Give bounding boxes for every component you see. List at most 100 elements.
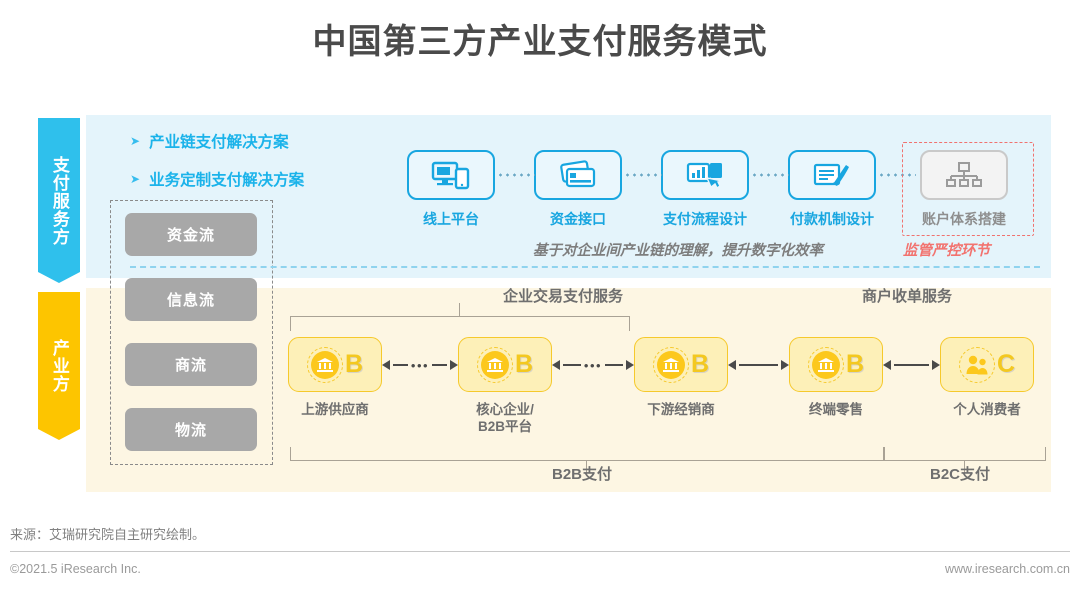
arrowhead-left-icon [552,360,560,370]
arrowhead-left-icon [883,360,891,370]
connector-dots-1 [624,173,662,177]
arrow-bidirectional-0: ••• [382,358,458,372]
chain-node-box: B [458,337,552,392]
node-label-2: 下游经销商 [647,402,715,417]
node-letter-3: B [845,350,865,378]
group-label-merchant: 商户收单服务 [862,288,953,305]
bank-ring [306,346,343,383]
chain-node-core-enterprise[interactable]: B 核心企业/ B2B平台 [458,337,552,436]
people-icon [966,355,988,374]
connector-dots-2 [751,173,789,177]
service-card-account-system-build[interactable]: 账户体系搭建 [920,150,1008,229]
node-label-3: 终端零售 [809,402,863,417]
bracket-b2c [884,447,1046,473]
bottom-label-b2b: B2B支付 [552,466,613,483]
service-label-0: 线上平台 [423,211,479,227]
service-card-online-platform[interactable]: 线上平台 [407,150,495,229]
arrow-bidirectional-1: ••• [552,358,634,372]
flow-item-capital: 资金流 [125,213,257,256]
service-label-2: 支付流程设计 [663,211,747,227]
ribbon-industry-party: 产业方 [38,292,80,440]
page-title: 中国第三方产业支付服务模式 [312,23,768,61]
bullet-label-1: 业务定制支付解决方案 [149,172,305,189]
bracket-enterprise-service [290,303,630,331]
bank-disc [480,350,509,379]
arrow-dots: ••• [410,357,430,373]
node-letter-4: C [996,350,1016,378]
arrowhead-left-icon [728,360,736,370]
flow-label-1: 信息流 [166,292,215,309]
ribbon-industry-label: 产业方 [49,339,69,393]
chain-node-downstream-dealer[interactable]: B 下游经销商 [634,337,728,419]
service-label-3: 付款机制设计 [790,211,874,227]
tagline-warning-text: 监管严控环节 [903,243,990,259]
service-card-frame [661,150,749,200]
service-label-4: 账户体系搭建 [922,211,1006,227]
bank-icon [817,357,834,372]
flow-label-0: 资金流 [166,227,215,244]
node-letter-1: B [514,350,534,378]
solution-bullet-list: ➤ 产业链支付解决方案 ➤ 业务定制支付解决方案 [130,130,304,206]
flow-label-2: 商流 [174,357,207,374]
bank-ring [476,346,513,383]
chart-tablet-touch-icon [686,162,723,190]
chain-node-terminal-retail[interactable]: B 终端零售 [789,337,883,419]
industry-panel [86,288,1051,492]
bank-disc [811,350,840,379]
bank-disc [310,350,339,379]
arrowhead-right-icon [932,360,940,370]
monitor-phone-icon [431,161,470,190]
ribbon-payment-service-provider: 支付服务方 [38,118,80,283]
service-card-frame [920,150,1008,200]
org-hierarchy-icon [946,162,982,187]
bullet-label-0: 产业链支付解决方案 [149,134,289,151]
arrow-bidirectional-3 [883,358,940,372]
website-link[interactable]: www.iresearch.com.cn [944,562,1070,576]
connector-dots-0 [497,173,535,177]
bank-ring [652,346,689,383]
arrowhead-right-icon [450,360,458,370]
arrowhead-right-icon [626,360,634,370]
node-label-0: 上游供应商 [301,402,369,417]
node-label-4: 个人消费者 [953,402,1021,417]
node-letter-0: B [344,350,364,378]
bullet-item-1: ➤ 业务定制支付解决方案 [130,168,304,190]
ribbon-payment-label: 支付服务方 [49,155,69,246]
bullet-item-0: ➤ 产业链支付解决方案 [130,130,304,152]
arrow-bidirectional-2 [728,358,789,372]
tagline-text: 基于对企业间产业链的理解，提升数字化效率 [533,243,823,259]
bracket-b2b [290,447,884,473]
group-label-enterprise: 企业交易支付服务 [503,288,624,305]
service-card-frame [407,150,495,200]
node-letter-2: B [690,350,710,378]
service-label-1: 资金接口 [550,211,606,227]
flow-item-information: 信息流 [125,278,257,321]
service-card-fund-interface[interactable]: 资金接口 [534,150,622,229]
bank-icon [486,357,503,372]
service-card-payment-process-design[interactable]: 支付流程设计 [661,150,749,229]
bank-disc [656,350,685,379]
copyright-text: ©2021.5 iResearch Inc. [10,562,141,576]
footer-divider [10,551,1070,552]
chain-node-individual-consumer[interactable]: C 个人消费者 [940,337,1034,419]
service-card-payment-mechanism-design[interactable]: 付款机制设计 [788,150,876,229]
bank-cards-icon [560,160,596,188]
chain-node-box: B [288,337,382,392]
document-pen-icon [813,163,849,186]
flow-label-3: 物流 [174,422,207,439]
people-ring [958,346,995,383]
flow-group-dashed-border [110,200,273,465]
service-card-frame [534,150,622,200]
node-label-1: 核心企业/ B2B平台 [476,402,534,434]
chain-node-upstream-supplier[interactable]: B 上游供应商 [288,337,382,419]
connector-dots-3 [878,173,916,177]
arrow-bullet-icon: ➤ [130,134,141,148]
chain-node-box: B [789,337,883,392]
bank-icon [662,357,679,372]
bottom-label-b2c: B2C支付 [930,466,991,483]
arrow-dots: ••• [583,357,603,373]
dashed-divider [130,266,1040,268]
chain-node-box: C [940,337,1034,392]
arrow-bullet-icon: ➤ [130,172,141,186]
